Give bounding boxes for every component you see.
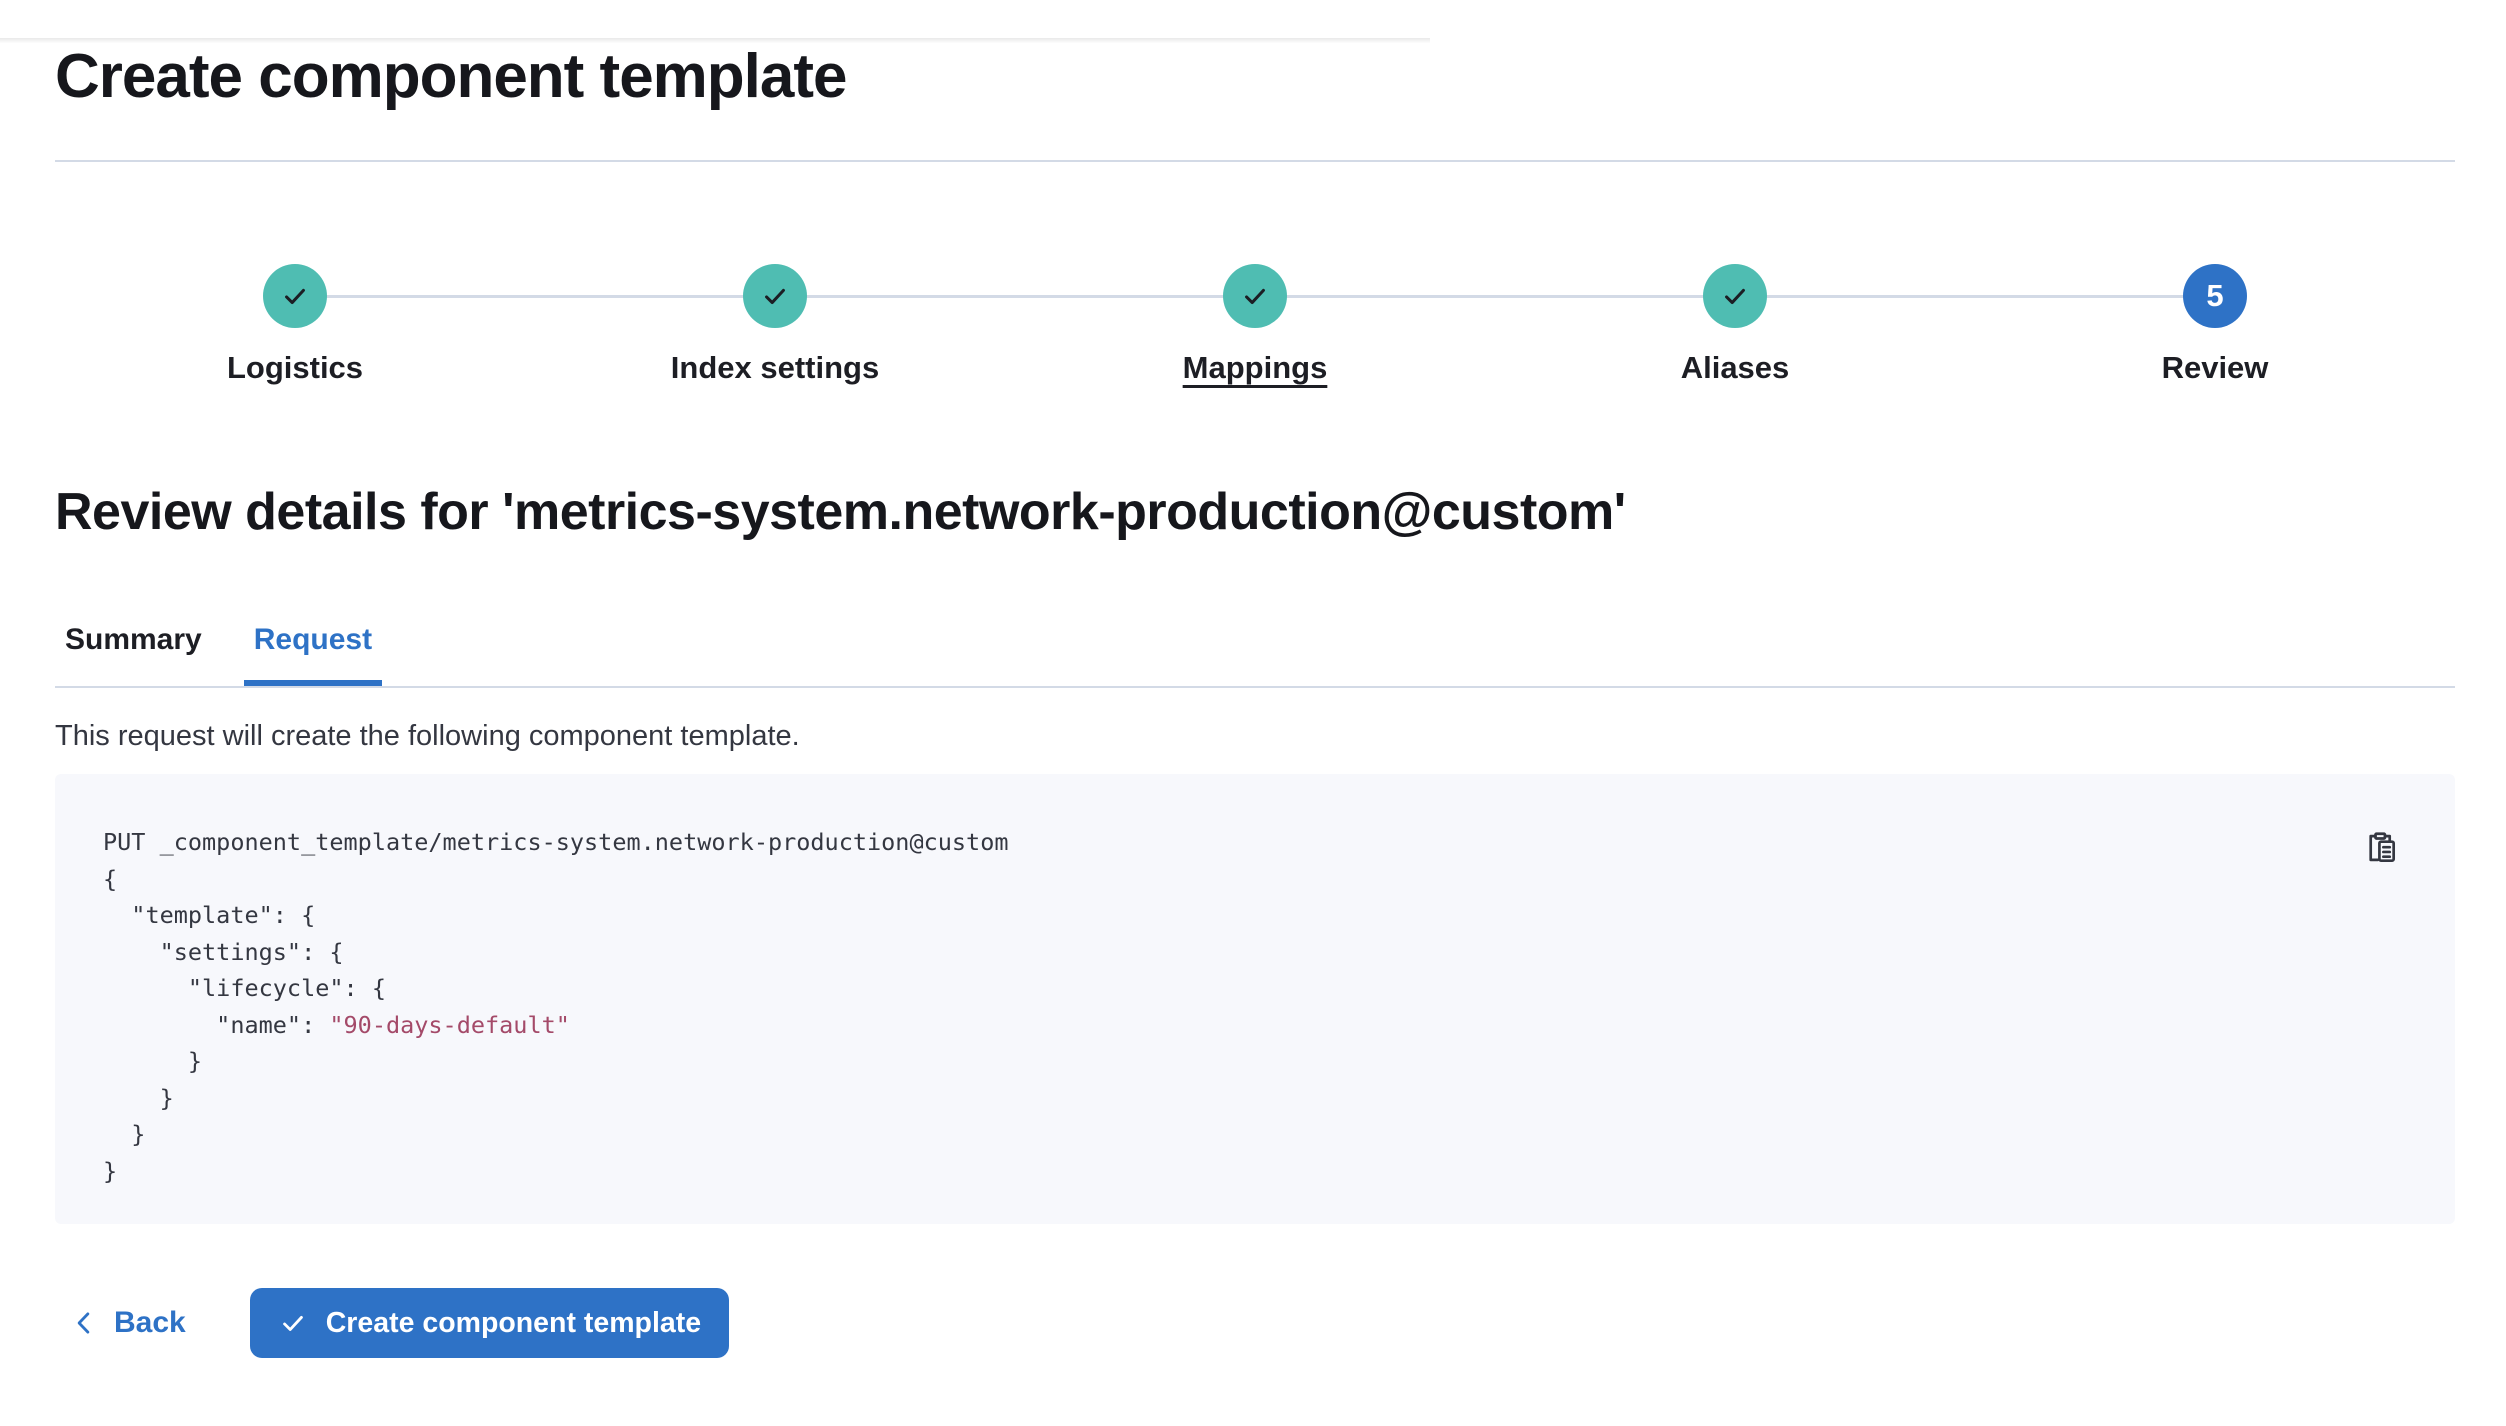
request-code-block: PUT _component_template/metrics-system.n… <box>55 774 2455 1224</box>
check-icon <box>1245 288 1265 305</box>
code-body-end: } } } } <box>103 1047 203 1185</box>
header-divider <box>55 160 2455 162</box>
request-code: PUT _component_template/metrics-system.n… <box>103 824 2407 1189</box>
check-icon <box>282 1315 303 1331</box>
step-logistics[interactable]: Logistics <box>55 264 535 386</box>
create-button-label: Create component template <box>325 1306 702 1339</box>
create-component-template-button[interactable]: Create component template <box>249 1288 730 1358</box>
code-method-line: PUT _component_template/metrics-system.n… <box>103 828 1009 856</box>
step-label: Mappings <box>1182 350 1328 385</box>
step-label: Review <box>2161 350 2269 385</box>
tab-request[interactable]: Request <box>244 622 382 686</box>
wizard-stepper: Logistics Index settings Mappings Aliase… <box>55 264 2455 386</box>
step-mappings[interactable]: Mappings <box>1015 264 1495 386</box>
step-review[interactable]: 5 Review <box>1975 264 2455 386</box>
check-icon <box>285 288 305 305</box>
back-button-label: Back <box>114 1306 186 1339</box>
step-complete-circle <box>1703 264 1767 328</box>
copy-clipboard-icon <box>2369 832 2396 863</box>
review-heading: Review details for 'metrics-system.netwo… <box>55 483 1626 541</box>
code-string-value: "90-days-default" <box>329 1010 570 1039</box>
wizard-footer: Back Create component template <box>70 1288 2455 1358</box>
step-current-circle: 5 <box>2183 264 2247 328</box>
code-body-start: { "template": { "settings": { "lifecycle… <box>103 864 386 1039</box>
check-icon <box>1725 288 1745 305</box>
window-edge-artifact <box>0 38 1430 43</box>
step-aliases[interactable]: Aliases <box>1495 264 1975 386</box>
check-icon <box>765 288 785 305</box>
step-index-settings[interactable]: Index settings <box>535 264 1015 386</box>
copy-button[interactable] <box>2361 828 2401 868</box>
step-label: Logistics <box>226 350 364 385</box>
step-number: 5 <box>2206 278 2224 313</box>
back-button[interactable]: Back <box>70 1306 186 1340</box>
tab-summary[interactable]: Summary <box>65 623 202 656</box>
review-tabs: Summary Request <box>55 622 2455 688</box>
step-label: Index settings <box>670 350 880 385</box>
step-complete-circle <box>1223 264 1287 328</box>
request-description: This request will create the following c… <box>55 720 800 752</box>
step-complete-circle <box>743 264 807 328</box>
page-title: Create component template <box>55 42 848 111</box>
step-complete-circle <box>263 264 327 328</box>
step-label: Aliases <box>1680 350 1790 385</box>
chevron-left-icon <box>77 1312 90 1334</box>
create-component-template-page: Create component template Logistics Inde… <box>0 38 2506 1358</box>
